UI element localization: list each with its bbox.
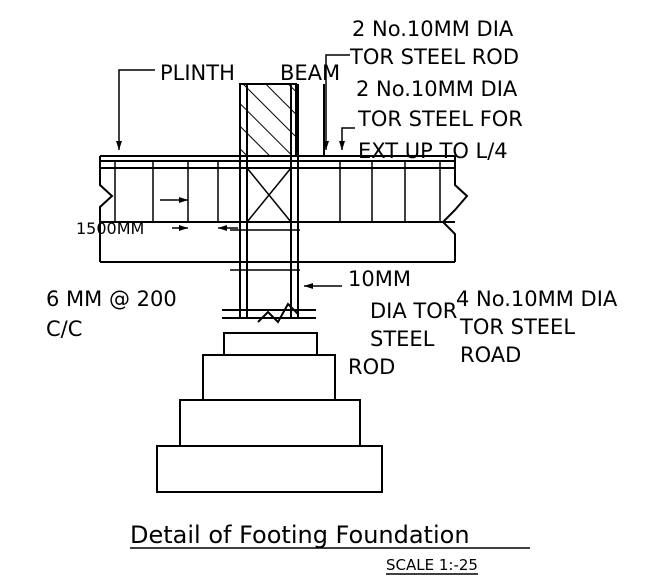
label-beam: BEAM bbox=[280, 61, 340, 85]
label-rod-top-2: TOR STEEL ROD bbox=[349, 45, 519, 69]
drawing-scale: SCALE 1:-25 bbox=[386, 556, 478, 574]
label-main-rod-3: ROAD bbox=[460, 343, 521, 367]
label-spacing: 1500MM bbox=[76, 219, 144, 238]
label-col-rod-4: ROD bbox=[348, 355, 395, 379]
label-col-rod-2: DIA TOR bbox=[370, 299, 457, 323]
label-stirrup-1: 6 MM @ 200 bbox=[46, 287, 177, 311]
label-plinth: PLINTH bbox=[160, 61, 235, 85]
stepped-footing bbox=[156, 332, 383, 493]
label-main-rod-1: 4 No.10MM DIA bbox=[456, 287, 618, 311]
column-rods bbox=[222, 84, 325, 324]
label-main-rod-2: TOR STEEL bbox=[459, 315, 575, 339]
label-col-rod-1: 10MM bbox=[348, 267, 411, 291]
label-rod-ext-1: 2 No.10MM DIA bbox=[356, 77, 518, 101]
leader-lines bbox=[116, 54, 355, 289]
label-rod-ext-2: TOR STEEL FOR bbox=[357, 107, 523, 131]
plinth-beam bbox=[99, 155, 469, 263]
column-above-beam bbox=[239, 83, 297, 157]
beam-stirrups bbox=[114, 161, 441, 222]
label-stirrup-2: C/C bbox=[46, 317, 82, 341]
label-col-rod-3: STEEL bbox=[370, 327, 435, 351]
label-rod-ext-3: EXT UP TO L/4 bbox=[358, 139, 508, 163]
label-rod-top-1: 2 No.10MM DIA bbox=[352, 17, 514, 41]
drawing-title: Detail of Footing Foundation bbox=[130, 521, 470, 549]
